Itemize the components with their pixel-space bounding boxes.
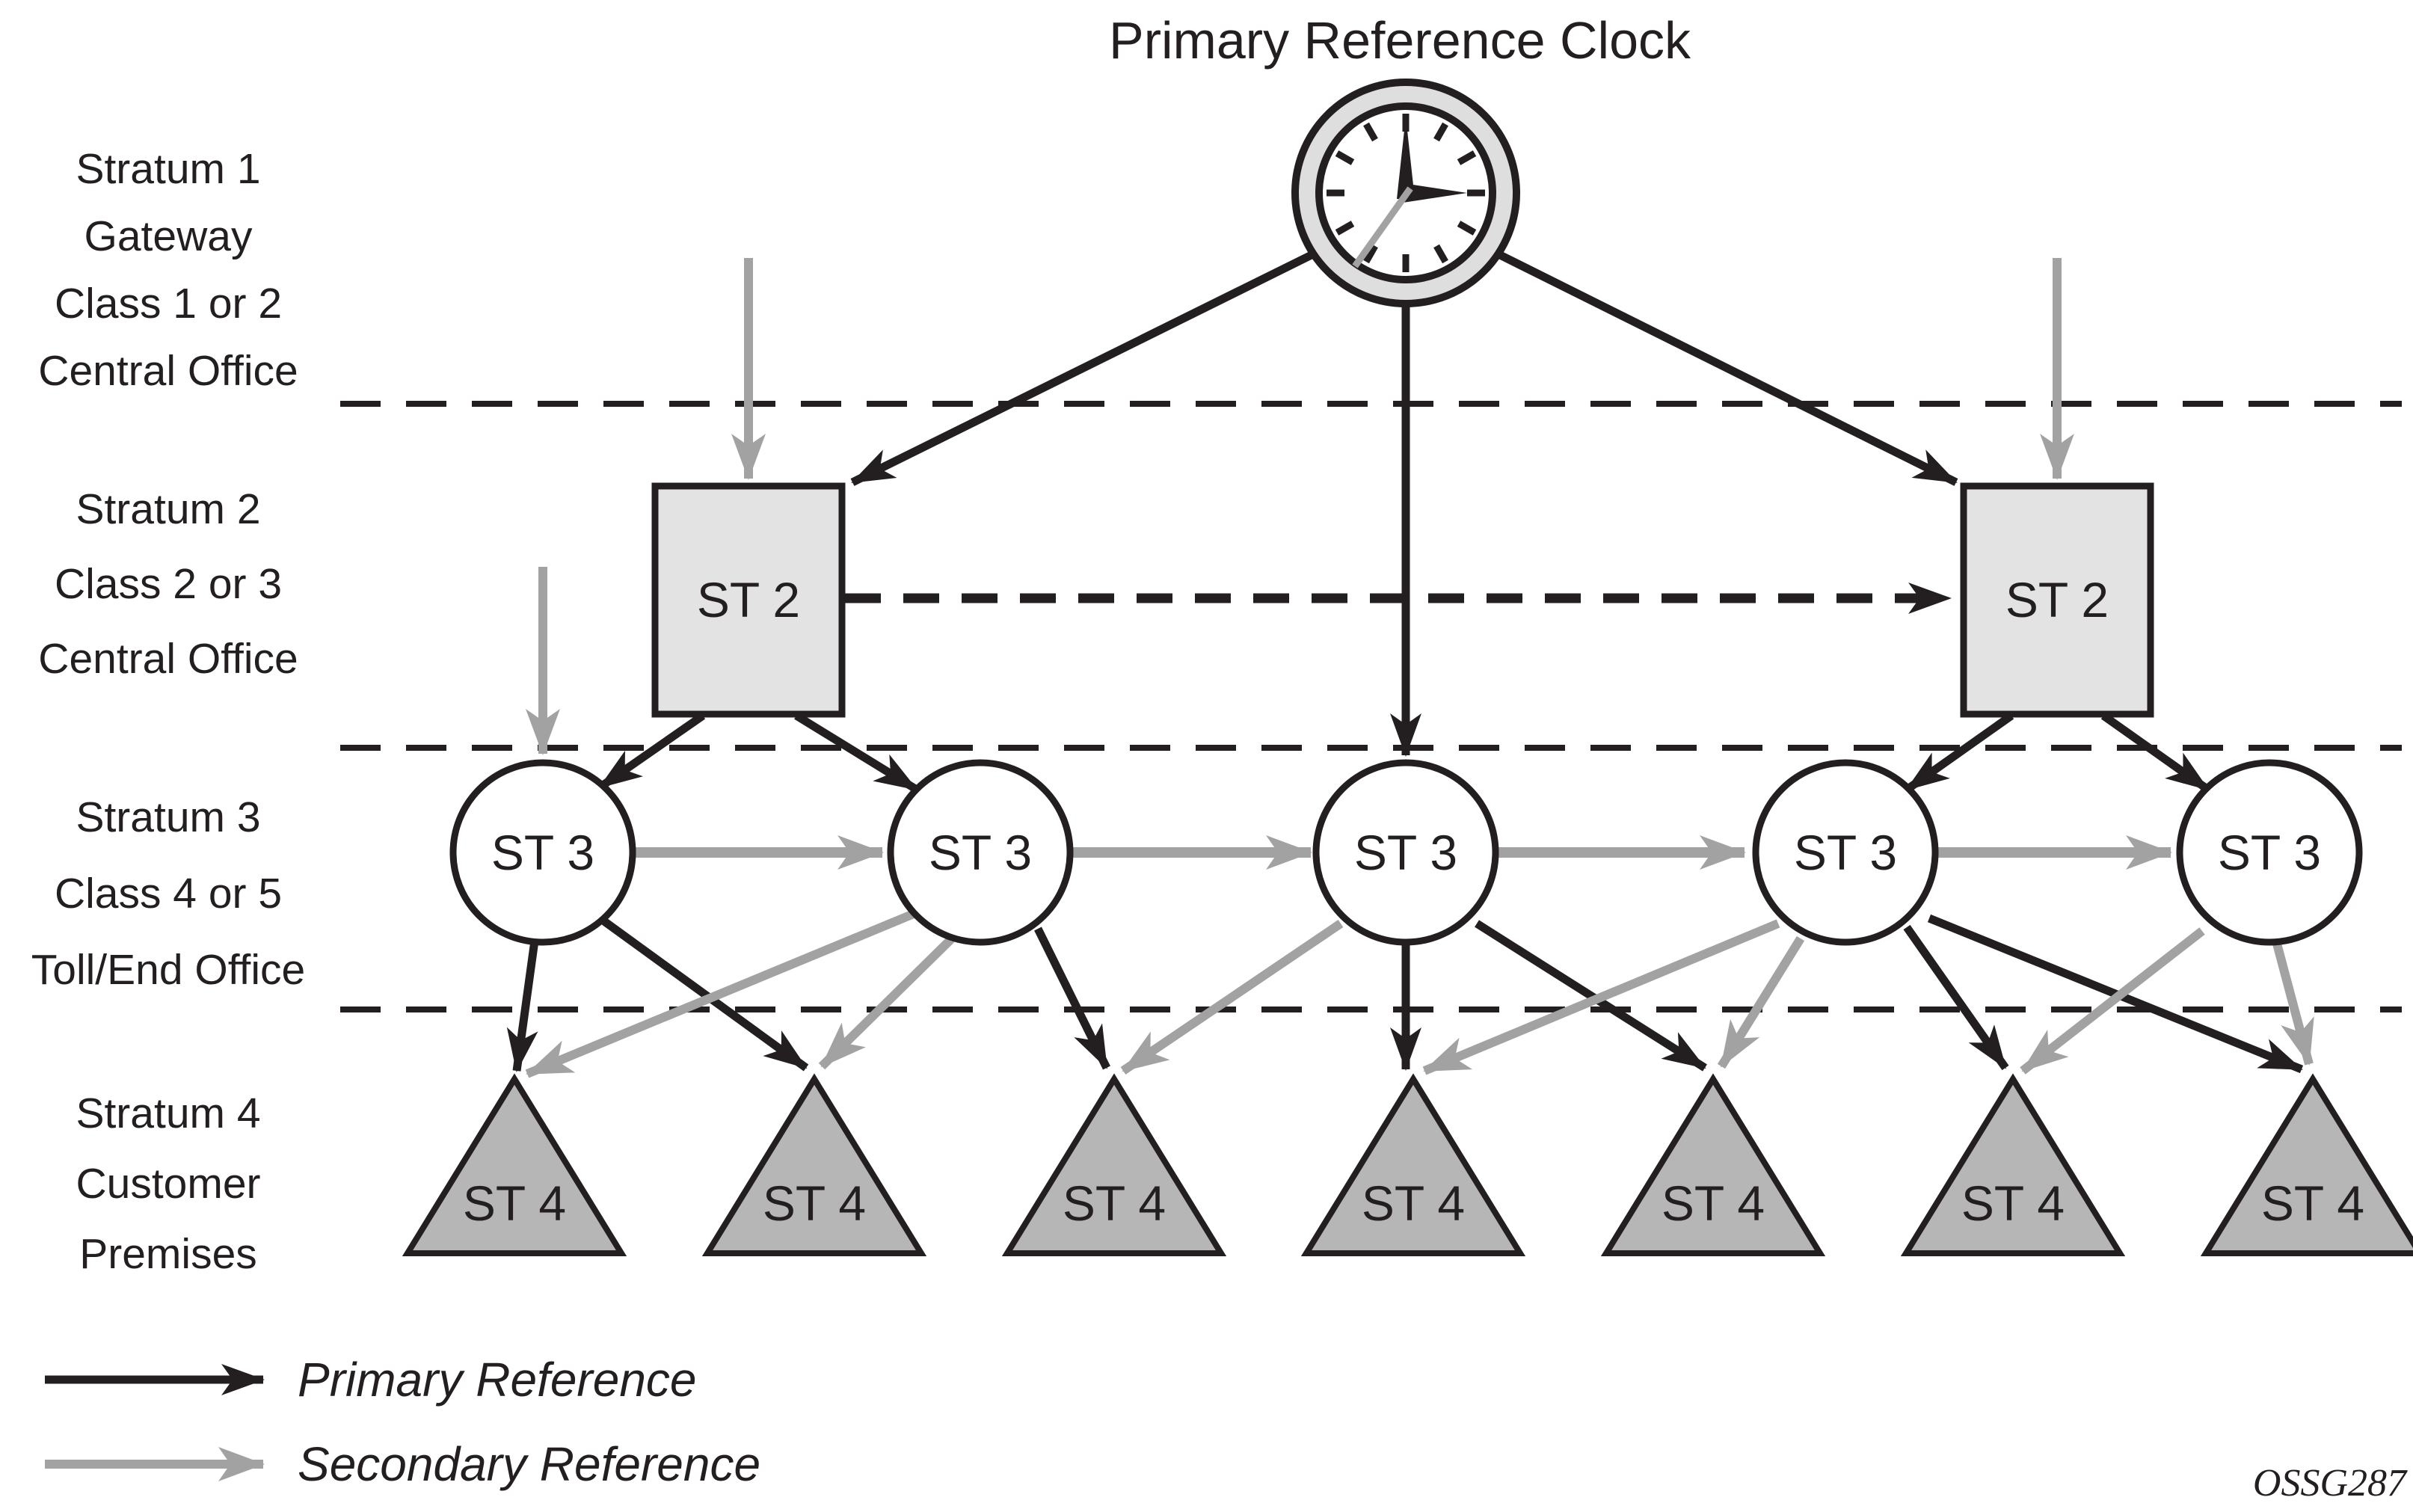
clock-second-hand [1352, 186, 1413, 268]
st4-label-3: ST 4 [1063, 1176, 1166, 1231]
st3-label-3: ST 3 [1354, 825, 1457, 880]
st4-label-4: ST 4 [1362, 1176, 1465, 1231]
primary-arrow-st3-1-to-st4-2 [601, 918, 809, 1072]
stratum-1-label: Stratum 1 Gateway Class 1 or 2 Central O… [38, 145, 298, 395]
stratum-3-line-2: Class 4 or 5 [55, 870, 282, 918]
st4-triangle-1 [402, 1073, 627, 1256]
st4-triangle-5 [1600, 1073, 1826, 1256]
primary-arrow-st3-4-to-st4-6 [1903, 924, 2009, 1071]
primary-arrow-st3-1-to-st4-1 [506, 940, 539, 1072]
st4-triangle-6 [1900, 1073, 2126, 1256]
st2-node-left: ST 2 [651, 482, 846, 718]
st4-node-3: ST 4 [1001, 1073, 1227, 1256]
stratum-3-line-1: Stratum 3 [76, 793, 260, 841]
st4-node-1: ST 4 [402, 1073, 627, 1256]
secondary-arrow-st3-5-to-st4-7 [2272, 942, 2314, 1066]
primary-arrow-clock-to-st2-right [1484, 245, 1958, 486]
stratum-3-line-3: Toll/End Office [31, 946, 305, 994]
legend-primary-label: Primary Reference [298, 1353, 697, 1407]
stratum-1-line-3: Class 1 or 2 [55, 280, 282, 328]
st4-node-6: ST 4 [1900, 1073, 2126, 1256]
primary-arrow-clock-to-st2-left [850, 245, 1327, 486]
secondary-arrow-st3-5-to-st4-6 [2020, 927, 2205, 1075]
primary-arrow-st3-3-to-st4-5 [1475, 920, 1707, 1072]
secondary-arrow-st3-2-to-st4-2 [818, 931, 959, 1070]
st2-left-label: ST 2 [697, 572, 800, 627]
stratum-4-line-1: Stratum 4 [76, 1090, 260, 1137]
st3-label-5: ST 3 [2218, 825, 2321, 880]
stratum-4-label: Stratum 4 Customer Premises [76, 1090, 260, 1278]
watermark-text: OSSG287 [2253, 1462, 2408, 1505]
stratum-4-line-2: Customer [76, 1160, 260, 1208]
st3-node-3: ST 3 [1312, 759, 1499, 946]
clock-ticks [1327, 114, 1485, 272]
stratum-4-line-3: Premises [79, 1230, 257, 1278]
primary-arrow-st3-2-to-st4-3 [1034, 926, 1110, 1070]
clock-hour-hand [1403, 183, 1467, 203]
stratum-1-line-4: Central Office [38, 347, 298, 395]
stratum-1-line-1: Stratum 1 [76, 145, 260, 193]
st4-triangle-4 [1300, 1073, 1526, 1256]
st2-box-right [1960, 482, 2154, 718]
st4-node-5: ST 4 [1600, 1073, 1826, 1256]
legend: Primary Reference Secondary Reference [45, 1353, 760, 1491]
st3-label-1: ST 3 [491, 825, 594, 880]
secondary-arrow-st3-2-to-st4-1 [525, 909, 916, 1078]
secondary-arrow-st3-4-to-st4-5 [1717, 935, 1805, 1069]
st4-node-2: ST 4 [701, 1073, 927, 1256]
st2-node-right: ST 2 [1960, 482, 2154, 718]
secondary-arrow-st3-4-to-st4-4 [1422, 919, 1780, 1075]
st4-label-1: ST 4 [463, 1176, 566, 1231]
clock-minute-hand [1397, 117, 1415, 199]
st4-label-2: ST 4 [763, 1176, 866, 1231]
st3-circle-4 [1752, 759, 1939, 946]
st3-circle-1 [449, 759, 636, 946]
primary-arrow-st2-right-to-st3-5 [2100, 712, 2211, 793]
primary-reference-clock-icon [1291, 79, 1520, 307]
primary-arrow-st2-left-to-st3-2 [794, 712, 919, 793]
st4-label-6: ST 4 [1961, 1176, 2065, 1231]
page-title: Primary Reference Clock [1109, 11, 1691, 70]
primary-arrow-st2-right-to-st3-4 [1904, 712, 2014, 793]
st3-circle-5 [2176, 759, 2363, 946]
st4-node-4: ST 4 [1300, 1073, 1526, 1256]
st3-node-2: ST 3 [887, 759, 1074, 946]
st4-triangle-2 [701, 1073, 927, 1256]
stratum-2-label: Stratum 2 Class 2 or 3 Central Office [38, 485, 298, 683]
st4-triangle-7 [2200, 1073, 2413, 1256]
st4-triangle-3 [1001, 1073, 1227, 1256]
stratum-2-line-3: Central Office [38, 635, 298, 683]
st3-node-5: ST 3 [2176, 759, 2363, 946]
st3-circle-2 [887, 759, 1074, 946]
legend-secondary-label: Secondary Reference [298, 1437, 760, 1491]
st4-node-7: ST 4 [2200, 1073, 2413, 1256]
stratum-2-line-1: Stratum 2 [76, 485, 260, 533]
st2-right-label: ST 2 [2005, 572, 2109, 627]
stratum-1-line-2: Gateway [84, 212, 253, 260]
st2-box-left [651, 482, 846, 718]
primary-arrow-st2-left-to-st3-1 [597, 712, 706, 791]
st3-label-4: ST 3 [1794, 825, 1897, 880]
stratum-3-label: Stratum 3 Class 4 or 5 Toll/End Office [31, 793, 305, 994]
st4-label-7: ST 4 [2261, 1176, 2364, 1231]
stratum-2-line-2: Class 2 or 3 [55, 560, 282, 608]
st3-label-2: ST 3 [929, 825, 1032, 880]
st3-node-4: ST 3 [1752, 759, 1939, 946]
secondary-arrow-st3-3-to-st4-3 [1120, 920, 1344, 1075]
st4-label-5: ST 4 [1662, 1176, 1765, 1231]
st3-node-1: ST 3 [449, 759, 636, 946]
st3-circle-3 [1312, 759, 1499, 946]
